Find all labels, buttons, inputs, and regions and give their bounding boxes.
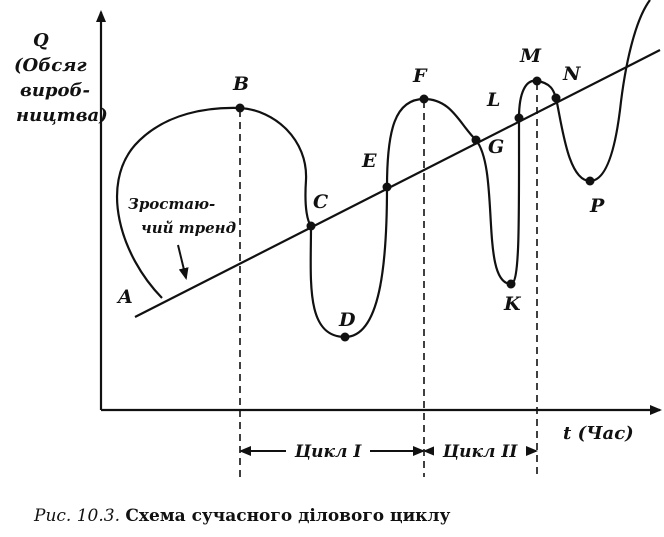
point-p-label: P [589, 195, 605, 217]
point-d-marker [340, 332, 350, 342]
point-k-marker [506, 279, 516, 289]
point-c-label: C [313, 191, 328, 213]
point-m-marker [532, 76, 542, 86]
point-n-marker [551, 93, 561, 103]
point-l-marker [514, 113, 524, 123]
point-g-marker [471, 135, 481, 145]
point-e-label: E [361, 150, 377, 172]
point-k-label: K [503, 293, 522, 315]
point-e-marker [382, 182, 392, 192]
point-d-label: D [338, 309, 356, 331]
caption-title: Схема сучасного ділового циклу [125, 506, 451, 526]
y-axis-label-line-3: вироб- [20, 80, 90, 101]
trend-pointer-arrow [177, 244, 189, 280]
y-axis-label-line-1: Q [33, 30, 49, 51]
point-l-label: L [486, 89, 500, 111]
figure-caption: Рис. 10.3. Схема сучасного ділового цикл… [34, 506, 450, 526]
point-b-marker [235, 103, 245, 113]
trend-label-line-1: Зростаю- [128, 195, 215, 213]
point-f-marker [419, 94, 429, 104]
point-g-label: G [488, 136, 504, 158]
cycle-2-label-bg [434, 438, 526, 462]
trend-line [134, 49, 661, 318]
cycle-1-label: Цикл I [294, 442, 363, 462]
cycle-1-label-bg [286, 438, 370, 462]
point-m-label: M [519, 45, 542, 67]
cycle-2-label: Цикл II [442, 442, 519, 462]
cycle-curve [115, 0, 651, 339]
trend-label-line-2: чий тренд [141, 219, 236, 237]
point-b-label: B [232, 73, 249, 95]
point-c-marker [306, 221, 316, 231]
caption-prefix: Рис. 10.3. [34, 506, 120, 526]
point-a-label: A [116, 286, 133, 308]
point-p-marker [585, 176, 595, 186]
y-axis-label-line-4: ництва) [16, 105, 108, 126]
y-axis-label-line-2: (Обсяг [14, 55, 87, 76]
point-n-label: N [562, 63, 581, 85]
point-f-label: F [412, 65, 428, 87]
x-axis-label: t (Час) [563, 423, 634, 444]
